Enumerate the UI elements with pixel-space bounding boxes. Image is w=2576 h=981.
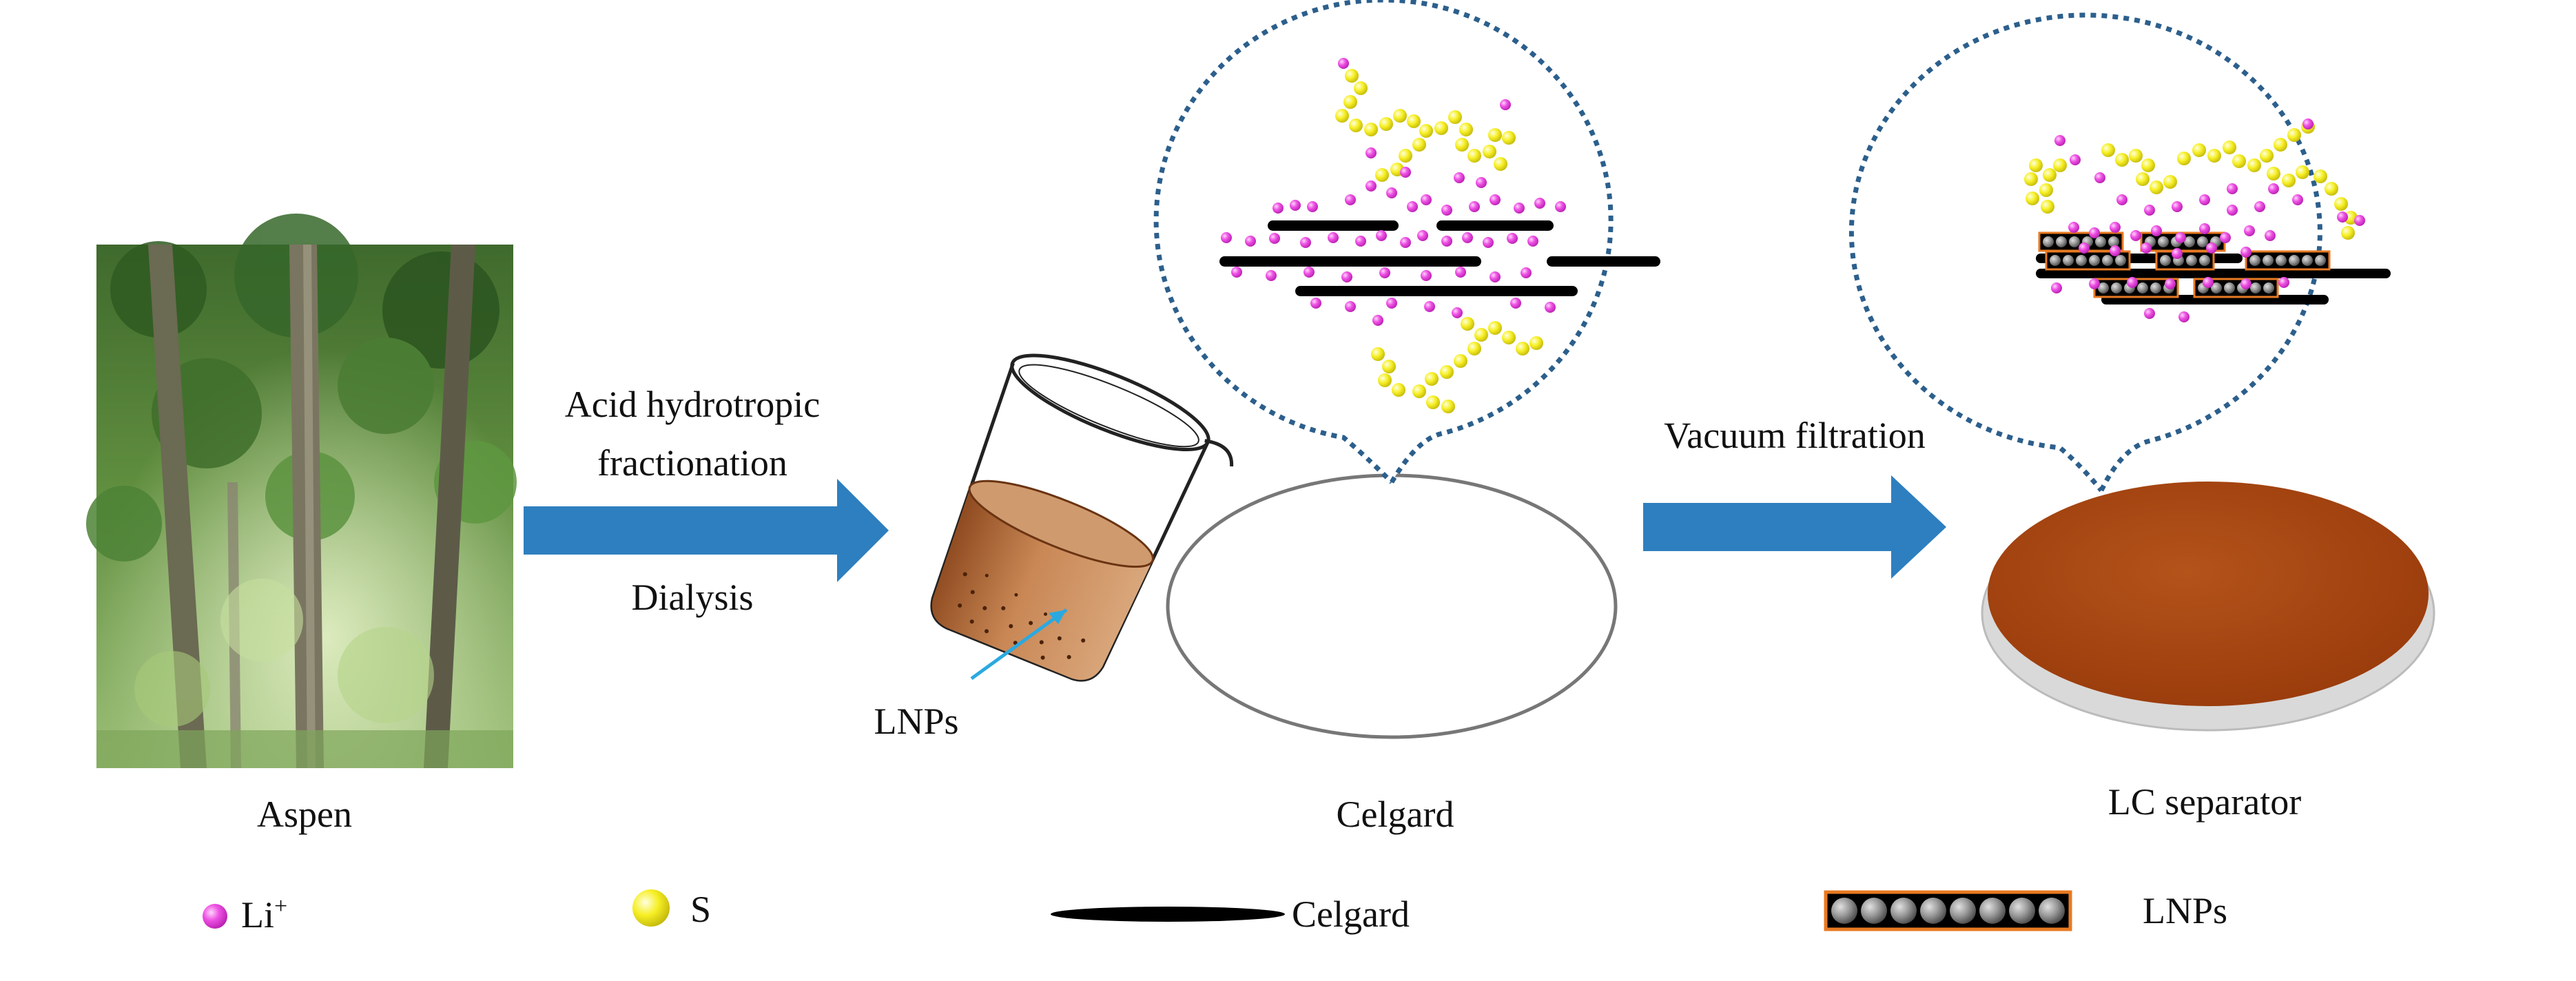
lnps-pointer-label: LNPs (874, 701, 958, 742)
lnp-bead (2211, 282, 2222, 293)
aspen-label: Aspen (257, 794, 352, 835)
step1-label-line3: Dialysis (631, 577, 753, 618)
celgard-membrane (1166, 473, 1618, 739)
lnp-bead (2137, 282, 2148, 293)
lnp-bead (2069, 236, 2080, 247)
lnps-pointer-arrow (970, 608, 1068, 681)
lnp-bead (2150, 282, 2161, 293)
legend-sulfur-icon (632, 889, 670, 927)
step1-label-line1: Acid hydrotropic (565, 384, 820, 425)
lnp-bead (1861, 898, 1887, 924)
lnp-bead (2263, 282, 2274, 293)
li-ions-lc (2051, 118, 2365, 322)
lnp-bead (2009, 898, 2035, 924)
lnp-bead (2056, 236, 2067, 247)
lnp-bead (2250, 282, 2261, 293)
lnp-bead (2197, 236, 2208, 247)
lnp-bead (2115, 255, 2126, 266)
lnp-bead (2224, 282, 2235, 293)
lnp-bead (2089, 255, 2100, 266)
lnp-pack (2245, 250, 2331, 271)
lnp-bead (2095, 236, 2106, 247)
lnp-bead (2302, 255, 2313, 266)
lnp-bead (2111, 282, 2122, 293)
sulfur-chains-lc (2024, 120, 2358, 240)
lnp-bead (1920, 898, 1946, 924)
lc-separator-disc (1981, 482, 2435, 732)
legend-li-icon (203, 904, 227, 929)
lnp-pack (2155, 250, 2215, 271)
lnp-bead (1831, 898, 1857, 924)
process-arrow-1 (524, 479, 889, 582)
legend-lnps-icon (1824, 890, 2072, 931)
lnp-pack (1824, 890, 2072, 931)
lnp-bead (2102, 255, 2113, 266)
lnp-bead (2039, 898, 2065, 924)
lnp-bead (2249, 255, 2260, 266)
li-ions-celgard (1221, 58, 1566, 326)
legend-sulfur-label: S (690, 889, 711, 930)
lnp-pack (2045, 250, 2131, 271)
lnp-bead (2108, 236, 2119, 247)
lnp-bead (2050, 255, 2061, 266)
lnp-bead (1890, 898, 1917, 924)
celgard-label: Celgard (1337, 794, 1454, 835)
celgard-bar (1436, 220, 1554, 231)
aspen-forest-image (86, 214, 517, 768)
celgard-bar (2036, 269, 2391, 278)
lnp-bead (2184, 236, 2195, 247)
lnp-bead (2263, 255, 2274, 266)
legend: Li+ S Celgard LNPs (203, 889, 2227, 936)
celgard-bar (1268, 220, 1399, 231)
celgard-bar (1219, 256, 1481, 267)
celgard-bar (1467, 286, 1578, 296)
lnp-bead (2043, 236, 2054, 247)
step2-label: Vacuum filtration (1664, 415, 1925, 456)
step1-label-line2: fractionation (597, 442, 787, 484)
lnp-bead (2098, 282, 2109, 293)
legend-celgard-icon (1051, 907, 1285, 922)
lnp-bead (1979, 898, 2006, 924)
celgard-bubble-bars (1219, 220, 1660, 296)
lnp-bead (2160, 255, 2171, 266)
lnp-bead (2076, 255, 2087, 266)
process-arrow-2 (1643, 475, 1946, 579)
lnp-bead (2186, 255, 2197, 266)
lnp-bead (2158, 236, 2169, 247)
legend-lnps-label: LNPs (2143, 890, 2227, 931)
lnp-bead (2063, 255, 2074, 266)
lnp-bead (1950, 898, 1976, 924)
lnp-bead (2315, 255, 2326, 266)
legend-celgard-label: Celgard (1292, 894, 1410, 935)
celgard-bar (1547, 256, 1660, 267)
lc-separator-label: LC separator (2108, 781, 2301, 823)
sulfur-chains-celgard (1335, 69, 1543, 413)
celgard-bar (1295, 286, 1488, 296)
lnp-bead (2289, 255, 2300, 266)
lnp-bead (2276, 255, 2287, 266)
lnp-bead (2199, 255, 2210, 266)
zoom-bubble-celgard (1153, 0, 1614, 484)
legend-li-label: Li+ (241, 894, 287, 936)
lnp-pack (2193, 278, 2279, 298)
